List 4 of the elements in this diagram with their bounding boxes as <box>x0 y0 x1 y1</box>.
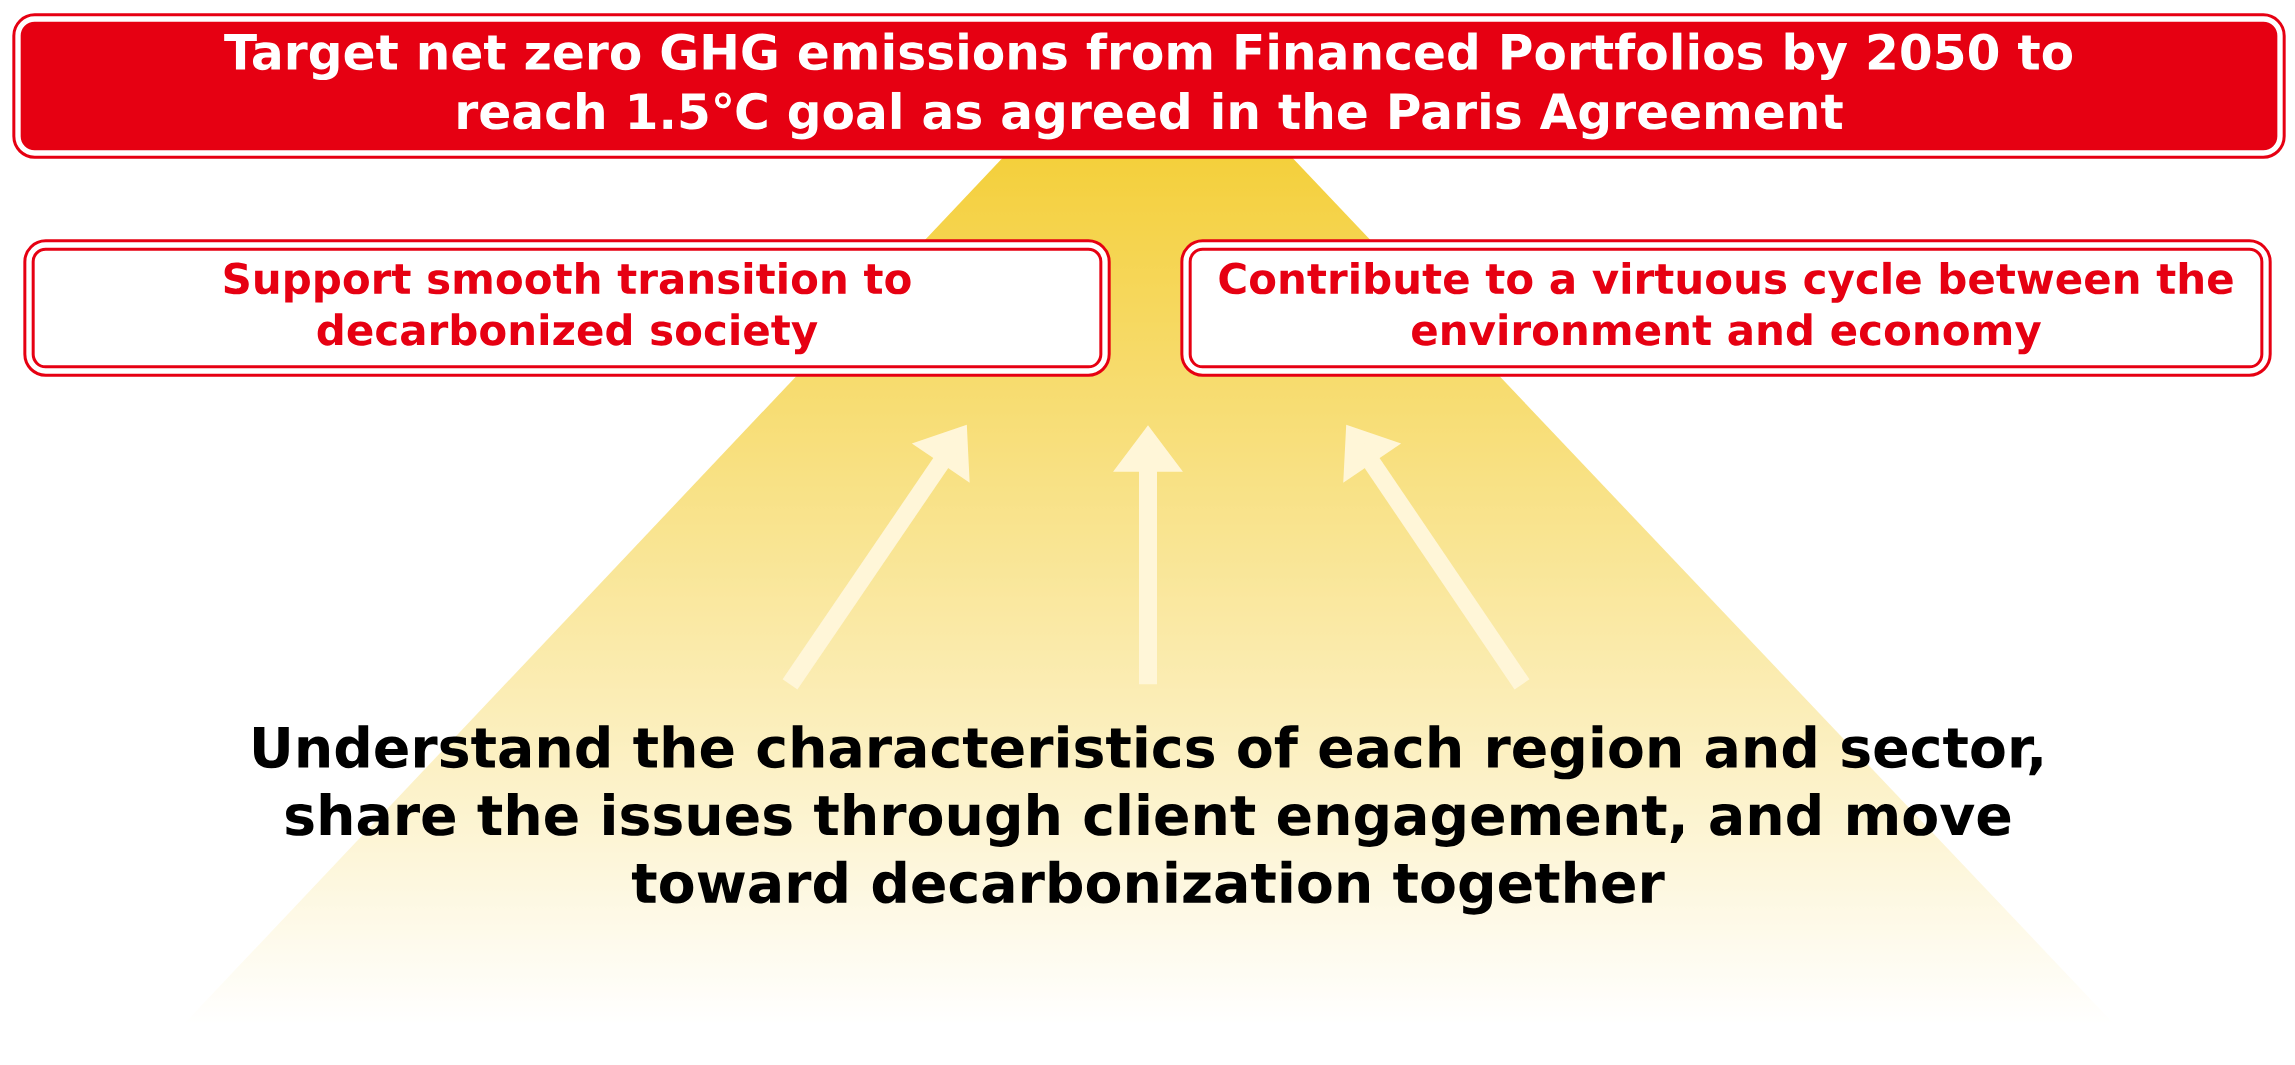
body-text: Understand the characteristics of each region and sector, share the issues through client engagement, and move toward decarbonization together <box>254 725 2042 915</box>
goal-box: Support smooth transition to decarbonized society <box>23 239 1111 377</box>
goal-box: Contribute to a virtuous cycle between the environment and economy <box>1180 239 2272 377</box>
title-banner: Target net zero GHG emissions from Financed Portfolios by 2050 to reach 1.5℃ goal as agreed in the Paris Agreement <box>12 13 2286 159</box>
